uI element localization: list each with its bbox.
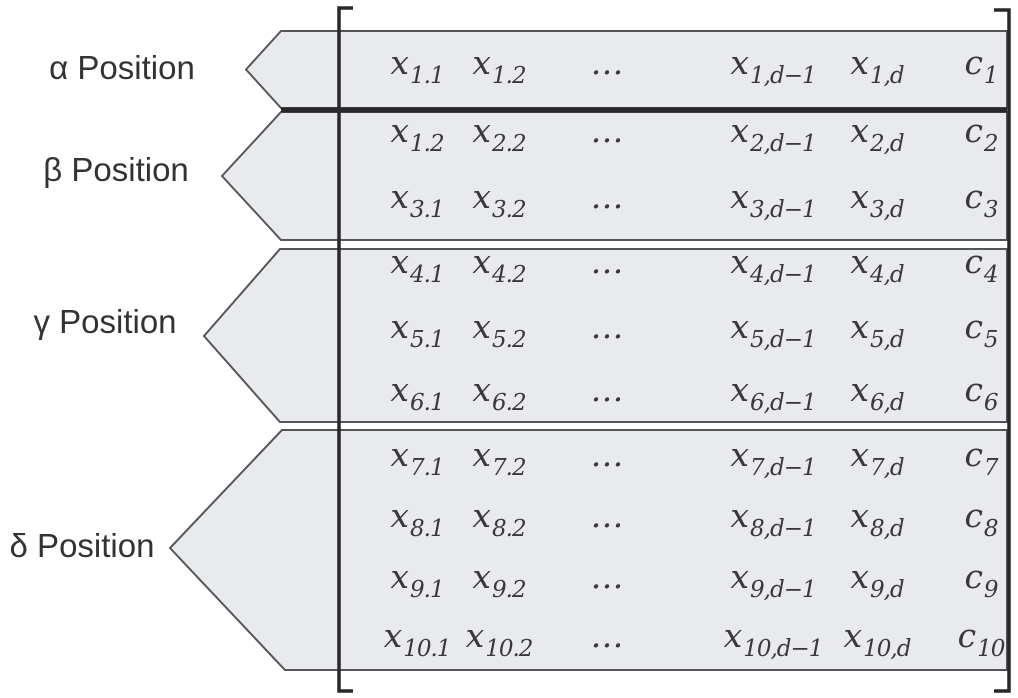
right-bracket	[994, 8, 1011, 693]
matrix-cell-r7-c2: x7.2	[472, 435, 526, 481]
matrix-cell-r5-c2: x5.2	[472, 307, 526, 353]
matrix-cell-r4-c6: c4	[964, 242, 998, 288]
matrix-cell-r10-c5: x10,d	[843, 616, 912, 662]
matrix-cell-r4-c1: x4.1	[390, 242, 444, 288]
matrix-cell-r10-c3: …	[590, 616, 624, 655]
matrix-cell-r8-c1: x8.1	[390, 496, 444, 542]
matrix-cell-r3-c1: x3.1	[390, 177, 444, 223]
matrix-cell-r6-c3: …	[590, 370, 624, 409]
matrix-cell-r5-c3: …	[590, 307, 624, 346]
matrix-cell-r2-c6: c2	[964, 111, 998, 157]
left-bracket	[337, 6, 353, 693]
matrix-cell-r1-c4: x1,d−1	[730, 43, 816, 89]
matrix-cell-r9-c3: …	[590, 557, 624, 596]
matrix-cell-r5-c6: c5	[964, 307, 998, 353]
matrix-cell-r8-c3: …	[590, 496, 624, 535]
group-label-delta: δ Position	[9, 527, 155, 564]
matrix-cell-r7-c3: …	[590, 435, 624, 474]
band-gamma-shape	[202, 248, 1008, 423]
matrix-cell-r4-c5: x4,d	[850, 242, 904, 288]
band-delta-shape	[168, 429, 1008, 671]
matrix-cell-r3-c5: x3,d	[850, 177, 904, 223]
matrix-cell-r1-c1: x1.1	[390, 43, 444, 89]
matrix-cell-r1-c3: …	[590, 43, 624, 82]
matrix-cell-r1-c6: c1	[964, 43, 998, 89]
matrix-cell-r10-c6: c10	[957, 616, 1006, 662]
matrix-cell-r2-c5: x2,d	[850, 111, 904, 157]
matrix-cell-r5-c1: x5.1	[390, 307, 444, 353]
group-label-gamma: γ Position	[33, 303, 177, 340]
group-label-alpha: α Position	[49, 49, 195, 86]
matrix-cell-r1-c2: x1.2	[472, 43, 526, 89]
matrix-cell-r3-c6: c3	[964, 177, 998, 223]
matrix-cell-r6-c5: x6,d	[850, 370, 904, 416]
matrix-cell-r2-c3: …	[590, 111, 624, 150]
matrix-cell-r2-c2: x2.2	[472, 111, 526, 157]
matrix-cell-r9-c1: x9.1	[390, 557, 444, 603]
matrix-cell-r10-c4: x10,d−1	[723, 616, 824, 662]
matrix-cell-r9-c6: c9	[964, 557, 998, 603]
matrix-cell-r9-c5: x9,d	[850, 557, 904, 603]
matrix-cell-r6-c4: x6,d−1	[730, 370, 816, 416]
matrix-cell-r4-c4: x4,d−1	[730, 242, 816, 288]
matrix-cell-r10-c2: x10.2	[465, 616, 534, 662]
matrix-cell-r4-c3: …	[590, 242, 624, 281]
matrix-cell-r10-c1: x10.1	[383, 616, 452, 662]
matrix-cell-r5-c5: x5,d	[850, 307, 904, 353]
matrix-cell-r3-c4: x3,d−1	[730, 177, 816, 223]
matrix-cell-r8-c6: c8	[964, 496, 998, 542]
matrix-cell-r6-c2: x6.2	[472, 370, 526, 416]
matrix-cell-r7-c4: x7,d−1	[730, 435, 816, 481]
matrix-cell-r4-c2: x4.2	[472, 242, 526, 288]
group-label-beta: β Position	[43, 151, 189, 188]
matrix-cell-r8-c5: x8,d	[850, 496, 904, 542]
matrix-cell-r5-c4: x5,d−1	[730, 307, 816, 353]
matrix-cell-r1-c5: x1,d	[850, 43, 904, 89]
matrix-cell-r8-c2: x8.2	[472, 496, 526, 542]
matrix-cell-r7-c1: x7.1	[390, 435, 444, 481]
matrix-cell-r2-c1: x1.2	[390, 111, 444, 157]
matrix-cell-r3-c3: …	[590, 177, 624, 216]
matrix-cell-r6-c1: x6.1	[390, 370, 444, 416]
matrix-cell-r3-c2: x3.2	[472, 177, 526, 223]
matrix-cell-r8-c4: x8,d−1	[730, 496, 816, 542]
matrix-cell-r9-c4: x9,d−1	[730, 557, 816, 603]
matrix-cell-r7-c5: x7,d	[850, 435, 904, 481]
matrix-cell-r6-c6: c6	[964, 370, 998, 416]
matrix-cell-r9-c2: x9.2	[472, 557, 526, 603]
matrix-cell-r2-c4: x2,d−1	[730, 111, 816, 157]
matrix-cell-r7-c6: c7	[964, 435, 998, 481]
